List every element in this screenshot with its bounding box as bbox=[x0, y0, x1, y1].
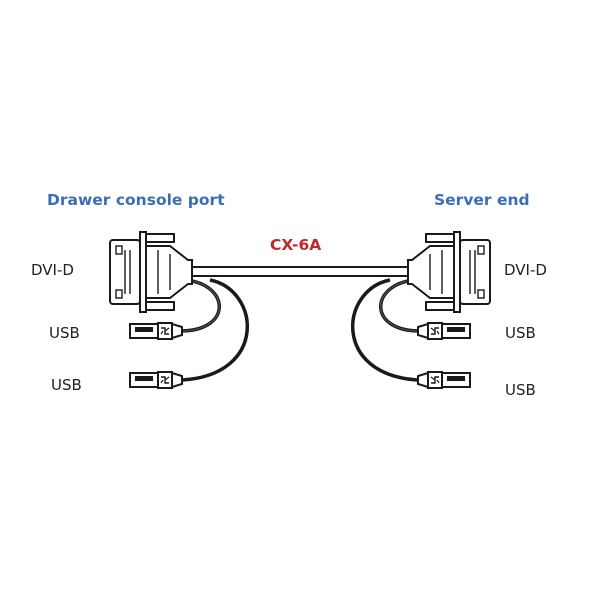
left-usb-label-1: USB bbox=[49, 324, 80, 342]
main-cable bbox=[190, 266, 412, 277]
left-usb-connector-1 bbox=[129, 322, 183, 340]
left-heading: Drawer console port bbox=[47, 191, 225, 209]
right-usb-label-1: USB bbox=[505, 324, 536, 342]
left-usb-label-2: USB bbox=[51, 376, 82, 394]
left-dvi-label: DVI-D bbox=[31, 261, 74, 279]
left-usb-cables bbox=[181, 278, 250, 382]
right-usb-connector-2 bbox=[417, 371, 471, 389]
left-dvi-connector bbox=[109, 231, 193, 313]
right-heading: Server end bbox=[434, 191, 530, 209]
right-dvi-connector bbox=[407, 231, 491, 313]
right-usb-connector-1 bbox=[417, 322, 471, 340]
right-dvi-label: DVI-D bbox=[504, 261, 547, 279]
right-usb-cables bbox=[350, 278, 419, 382]
cable-name: CX-6A bbox=[270, 236, 322, 254]
right-usb-label-2: USB bbox=[505, 381, 536, 399]
left-usb-connector-2 bbox=[129, 371, 183, 389]
